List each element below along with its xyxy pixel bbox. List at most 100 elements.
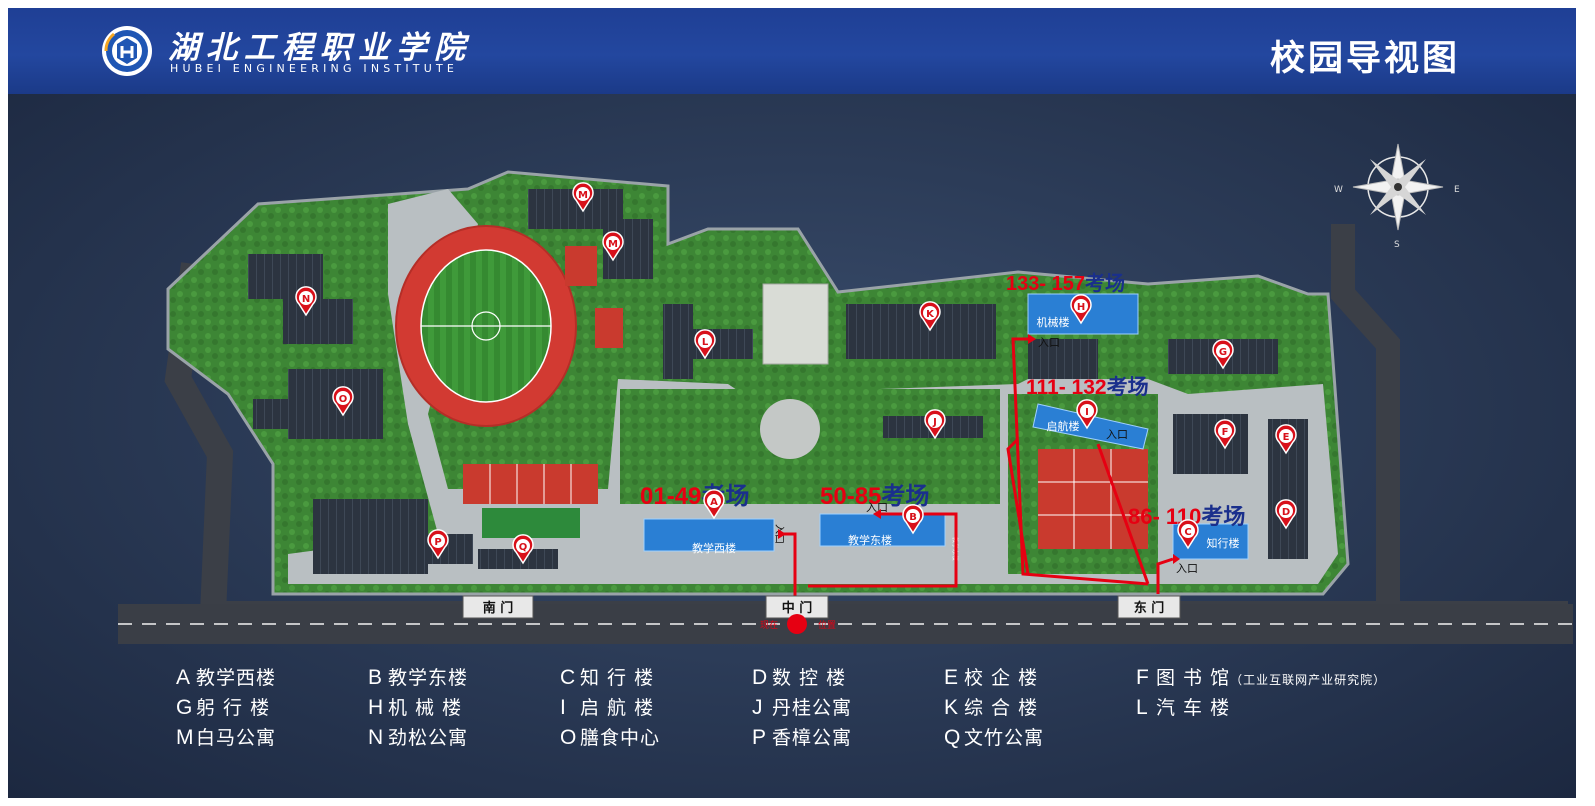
- legend-letter: J: [752, 696, 764, 719]
- school-name-cn: 湖北工程职业学院: [168, 30, 472, 66]
- svg-text:东 门: 东 门: [1134, 600, 1165, 616]
- map-pin-m-icon: M: [572, 182, 594, 213]
- exam-labels: 01-49考场 50-85考场 86- 110考场 111- 132考场 133…: [640, 271, 1245, 529]
- legend-letter: C: [560, 666, 577, 689]
- legend-letter: L: [1136, 696, 1149, 719]
- current-location-marker: 现在 位置: [760, 614, 836, 634]
- legend-item: M白马公寓: [176, 723, 276, 750]
- map-pin-label: O: [339, 394, 348, 405]
- legend-name: 文竹公寓: [964, 727, 1045, 749]
- map-pin-i-icon: I: [1076, 399, 1098, 430]
- svg-text:位置: 位置: [818, 619, 836, 631]
- map-pin-label: H: [1077, 302, 1085, 313]
- map-pin-label: M: [578, 190, 588, 201]
- map-pin-k-icon: K: [919, 301, 941, 332]
- svg-text:现在: 现在: [760, 619, 778, 631]
- svg-text:S: S: [1394, 240, 1400, 250]
- legend-note: （工业互联网产业研究院）: [1230, 673, 1387, 687]
- legend-letter: I: [560, 696, 567, 719]
- legend-name: 膳食中心: [580, 727, 661, 749]
- basketball-courts-west: [463, 464, 598, 538]
- legend-letter: O: [560, 726, 578, 749]
- map-pin-label: L: [702, 337, 709, 348]
- svg-text:W: W: [1334, 185, 1343, 195]
- map-pin-p-icon: P: [427, 529, 449, 560]
- map-pin-label: E: [1283, 432, 1290, 443]
- svg-text:中 门: 中 门: [782, 600, 813, 616]
- map-pin-label: B: [909, 512, 917, 523]
- school-name-en: HUBEI ENGINEERING INSTITUTE: [170, 62, 459, 75]
- legend-name: 数 控 楼: [772, 667, 847, 689]
- map-pin-label: P: [434, 537, 441, 548]
- legend-letter: P: [752, 726, 768, 749]
- legend-name: 机 械 楼: [388, 697, 463, 719]
- entrance-c: 入口: [1176, 562, 1198, 575]
- entrance-i: 入口: [1106, 428, 1128, 441]
- exam-label-4: 111- 132考场: [1026, 375, 1149, 399]
- map-pin-label: A: [710, 497, 718, 508]
- legend-name: 综 合 楼: [964, 697, 1039, 719]
- map-pin-label: D: [1282, 507, 1290, 518]
- map-area: 教学西楼 教学东楼 知行楼 机械楼 启航楼 教学东楼 入口 入口 入口 入口 入…: [8, 94, 1576, 798]
- label-building-i: 启航楼: [1047, 419, 1080, 433]
- map-pin-n-icon: N: [295, 286, 317, 317]
- entrance-b: 入口: [866, 501, 888, 514]
- campus-map-board: 湖北工程职业学院 HUBEI ENGINEERING INSTITUTE 校园导…: [8, 8, 1576, 798]
- legend-name: 启 航 楼: [580, 697, 655, 719]
- exam-label-2: 50-85考场: [820, 483, 929, 510]
- svg-text:南 门: 南 门: [483, 600, 514, 616]
- map-pin-label: F: [1222, 427, 1229, 438]
- map-pin-label: N: [302, 294, 310, 305]
- legend-letter: M: [176, 726, 195, 749]
- legend-letter: F: [1136, 666, 1150, 689]
- map-pin-c-icon: C: [1177, 519, 1199, 550]
- exam-buildings: [643, 293, 1249, 560]
- gate-east: 东 门: [1117, 595, 1181, 619]
- label-building-a: 教学西楼: [692, 541, 736, 555]
- legend-letter: K: [944, 696, 960, 719]
- legend-name: 教学西楼: [196, 667, 277, 689]
- label-building-c: 知行楼: [1207, 536, 1240, 550]
- header-banner: 湖北工程职业学院 HUBEI ENGINEERING INSTITUTE 校园导…: [8, 8, 1576, 97]
- entrance-h: 入口: [1038, 336, 1060, 349]
- building-i-qihang: [1032, 403, 1149, 450]
- legend-letter: B: [368, 666, 384, 689]
- legend-name: 丹桂公寓: [772, 697, 853, 719]
- map-pin-a-icon: A: [703, 489, 725, 520]
- map-pin-label: M: [608, 239, 618, 250]
- label-building-b: 教学东楼: [848, 533, 892, 547]
- map-pin-label: K: [926, 309, 935, 320]
- map-pin-q-icon: Q: [512, 534, 534, 565]
- exam-label-5: 133- 157考场: [1006, 271, 1125, 295]
- legend-name: 躬 行 楼: [196, 697, 271, 719]
- legend-name: 图 书 馆: [1156, 667, 1231, 689]
- map-pin-e-icon: E: [1275, 424, 1297, 455]
- legend-name: 汽 车 楼: [1156, 697, 1231, 719]
- campus-map-svg: 教学西楼 教学东楼 知行楼 机械楼 启航楼 教学东楼 入口 入口 入口 入口 入…: [118, 143, 1573, 644]
- map-pin-o-icon: O: [332, 386, 354, 417]
- map-pin-label: Q: [519, 542, 528, 553]
- map-pin-label: G: [1219, 347, 1227, 358]
- building-a-teaching-west: [643, 518, 775, 552]
- legend-letter: Q: [944, 726, 962, 749]
- label-building-h: 机械楼: [1037, 315, 1070, 329]
- compass-rose-icon: W E S: [1334, 143, 1460, 250]
- gate-south: 南 门: [462, 595, 534, 619]
- legend-letter: E: [944, 666, 960, 689]
- map-pin-l-icon: L: [694, 329, 716, 360]
- building-b-teaching-east: [819, 513, 946, 547]
